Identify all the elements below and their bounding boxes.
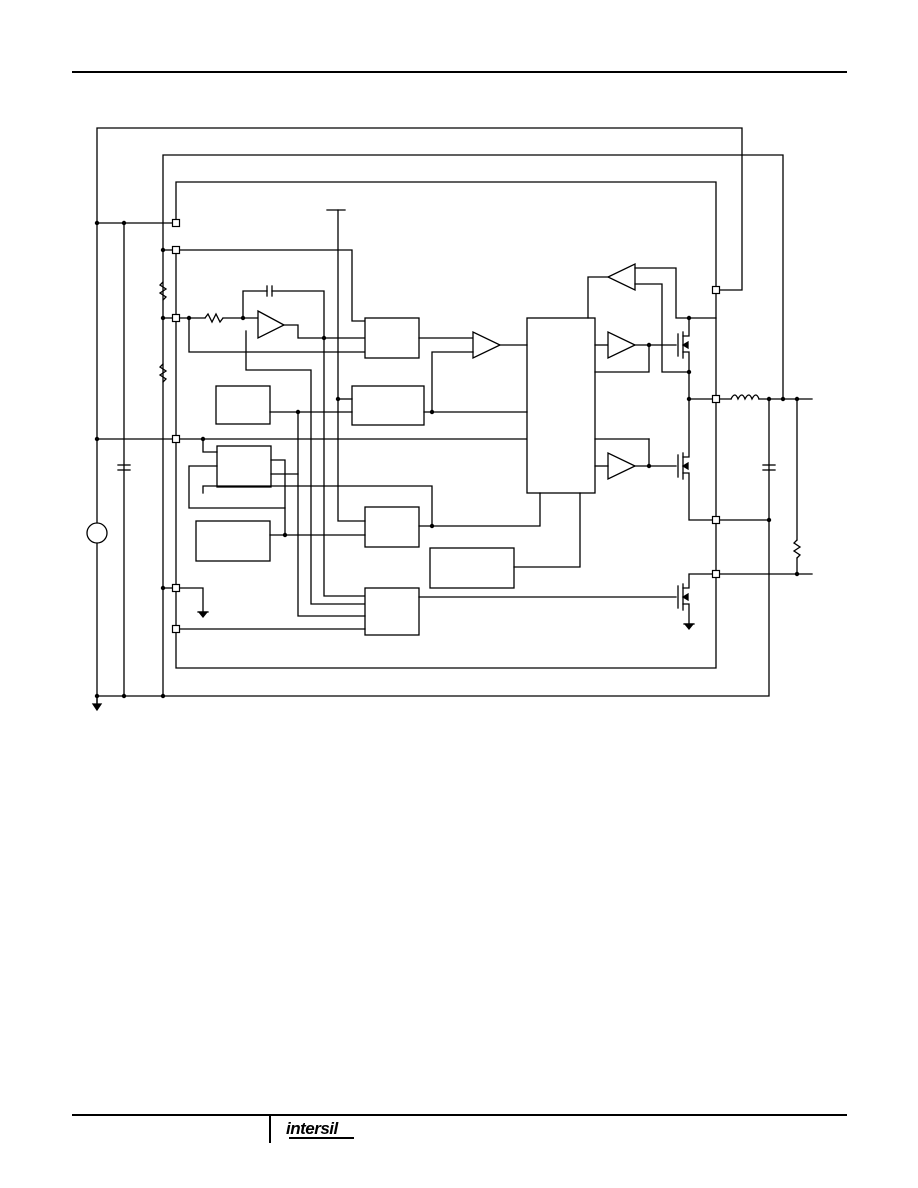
control-logic-block (526, 317, 596, 494)
error-amp-section (175, 285, 366, 605)
junction-dots (94, 220, 800, 699)
pin (171, 583, 181, 593)
package-pins (171, 218, 721, 634)
resistor (204, 312, 224, 324)
pin (711, 394, 721, 404)
output-filter (715, 394, 813, 575)
pin (711, 285, 721, 295)
comparator-block (364, 317, 420, 359)
pin (171, 434, 181, 444)
reference-block (215, 385, 271, 425)
pin (171, 218, 181, 228)
ground-arrow (91, 703, 103, 712)
upper-gate-driver (607, 330, 637, 360)
ground-bus (96, 398, 770, 697)
ground-arrow (197, 611, 209, 619)
softstart-block (195, 520, 271, 562)
loop-2 (162, 154, 784, 697)
oscillator-block (351, 385, 425, 426)
inner-bottom-loop (175, 573, 717, 669)
error-amplifier (257, 309, 286, 340)
lower-gate-driver (607, 451, 637, 481)
header-rule (72, 71, 847, 73)
central-wiring (175, 209, 581, 630)
lower-mosfet (677, 398, 717, 521)
function-blocks (195, 317, 596, 636)
monitor-block (216, 445, 272, 488)
resistor (158, 281, 168, 301)
pin (711, 569, 721, 579)
supply-section (86, 222, 528, 697)
power-mosfets (677, 289, 717, 631)
loop-1 (96, 127, 743, 706)
load-resistor (792, 539, 802, 559)
pin (171, 313, 181, 323)
fault-logic-block (364, 587, 420, 636)
resistor (158, 363, 168, 383)
inductor (730, 394, 760, 401)
voltage-source (86, 522, 108, 544)
footer-rule (72, 1114, 847, 1116)
logo-underline (289, 1137, 354, 1139)
footer-divider (269, 1116, 271, 1143)
pin (711, 515, 721, 525)
intersil-logo: intersil (286, 1119, 338, 1138)
ground-symbols (91, 611, 209, 712)
pin (171, 624, 181, 634)
timer-block (429, 547, 515, 589)
output-drivers (418, 262, 690, 598)
enable-block (364, 506, 420, 548)
upper-mosfet (677, 317, 717, 400)
pwm-buffer (472, 330, 502, 360)
pin (171, 245, 181, 255)
bootstrap-buffer (606, 262, 636, 292)
fault-mosfet (677, 573, 717, 631)
outer-loops (96, 127, 784, 706)
loop-3 (175, 181, 717, 291)
